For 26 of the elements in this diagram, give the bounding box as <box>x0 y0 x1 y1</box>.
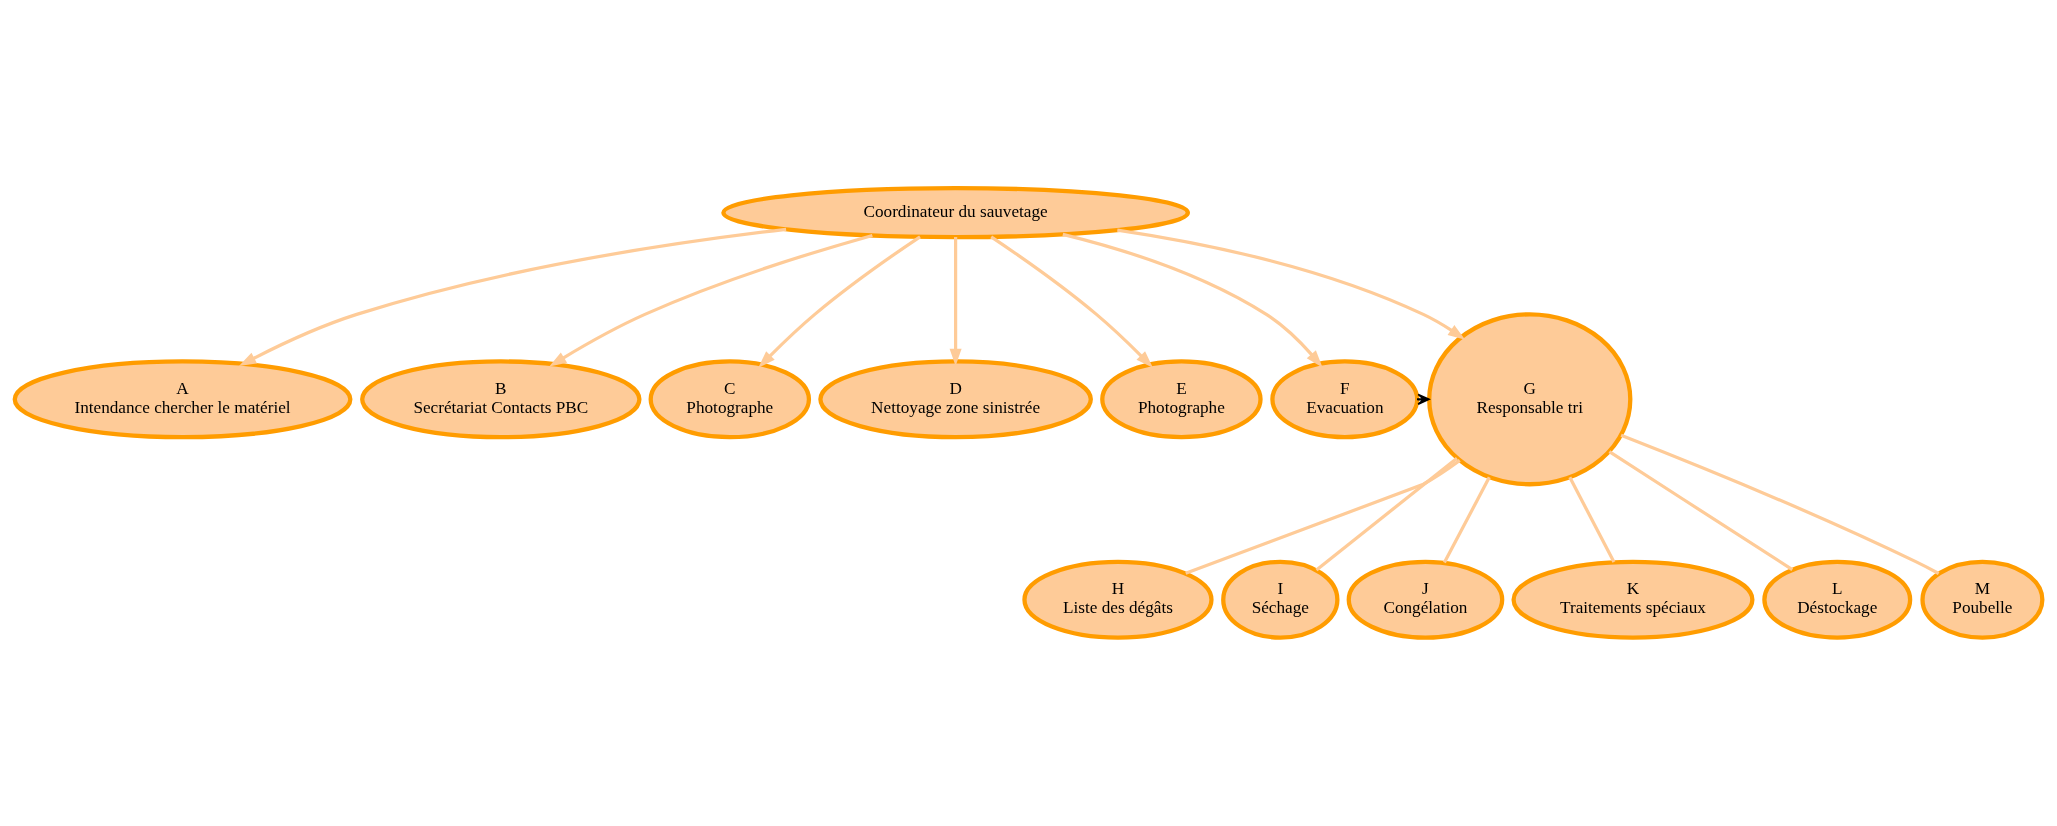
arrow <box>549 233 873 367</box>
connector <box>1568 476 1616 563</box>
node-ellipse: A Intendance chercher le matériel <box>12 359 353 440</box>
arrow <box>1062 232 1323 368</box>
node-ellipse: E Photographe <box>1100 359 1263 440</box>
arrow <box>990 235 1153 368</box>
connector <box>1185 459 1461 575</box>
arrow <box>758 235 921 368</box>
connector <box>1315 457 1458 572</box>
connector <box>1608 450 1794 571</box>
node-ellipse: I Séchage <box>1221 559 1340 640</box>
node-ellipse: L Déstockage <box>1762 559 1913 640</box>
node-ellipse: D Nettoyage zone sinistrée <box>818 359 1093 440</box>
node-ellipse: K Traitements spéciaux <box>1511 559 1755 640</box>
node-ellipse: H Liste des dégâts <box>1022 559 1214 640</box>
connector <box>1442 476 1491 564</box>
arrow <box>1117 228 1466 340</box>
node-ellipse: J Congélation <box>1346 559 1505 640</box>
node-ellipse: G Responsable tri <box>1427 312 1633 487</box>
connector <box>1620 433 1940 575</box>
node-ellipse: C Photographe <box>648 359 812 440</box>
node-ellipse: M Poubelle <box>1920 559 2045 640</box>
arrow <box>949 237 962 366</box>
node-ellipse: Coordinateur du sauvetage <box>721 186 1190 240</box>
node-ellipse: B Secrétariat Contacts PBC <box>360 359 642 440</box>
arrow <box>238 227 787 366</box>
